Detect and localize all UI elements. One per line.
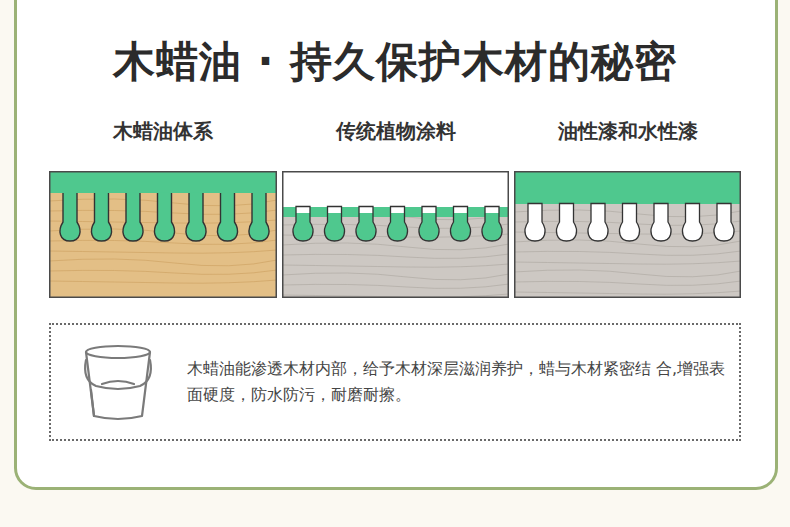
- wood-section: [514, 171, 741, 298]
- panel-heading: 传统植物涂料: [282, 118, 509, 145]
- panel-heading: 木蜡油体系: [49, 118, 277, 145]
- comparison-panel: 传统植物涂料: [282, 118, 509, 298]
- panel-heading: 油性漆和水性漆: [514, 118, 741, 145]
- bucket-icon: [78, 340, 158, 424]
- description-box: 木蜡油能渗透木材内部，给予木材深层滋润养护，蜡与木材紧密结 合,增强表面硬度，防…: [49, 323, 741, 441]
- description-text: 木蜡油能渗透木材内部，给予木材深层滋润养护，蜡与木材紧密结 合,增强表面硬度，防…: [187, 356, 727, 408]
- comparison-panel: 木蜡油体系: [49, 118, 277, 298]
- main-title: 木蜡油 · 持久保护木材的秘密: [0, 34, 790, 90]
- wood-section: [49, 171, 277, 298]
- wood-section: [282, 171, 509, 298]
- comparison-panel: 油性漆和水性漆: [514, 118, 741, 298]
